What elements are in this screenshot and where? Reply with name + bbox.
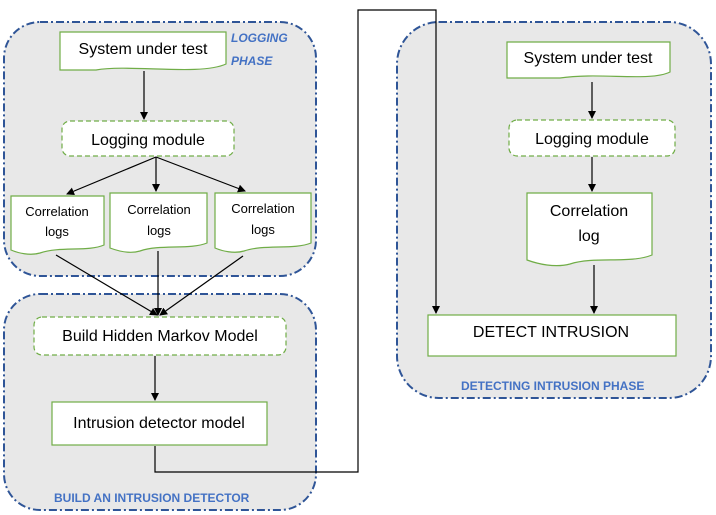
correlation-logs-1-line1: Correlation xyxy=(25,204,89,219)
intrusion-detector-model-box xyxy=(51,401,268,446)
correlation-logs-1-line2: logs xyxy=(45,224,69,239)
correlation-logs-3-line2: logs xyxy=(251,222,275,237)
correlation-logs-2-line2: logs xyxy=(147,223,171,238)
detect-intrusion-label: DETECT INTRUSION xyxy=(473,324,629,341)
arrow-logs-3-to-hmm xyxy=(159,255,244,316)
detect-system-under-test-box xyxy=(506,41,671,79)
correlation-logs-box-1 xyxy=(10,195,105,255)
intrusion-detector-model-label: Intrusion detector model xyxy=(73,415,245,432)
detect-intrusion-box xyxy=(427,314,677,357)
arrow-logs-1-to-hmm xyxy=(55,254,158,316)
build-phase-label: BUILD AN INTRUSION DETECTOR xyxy=(54,491,250,505)
logging-module-box xyxy=(61,120,235,157)
system-under-test-label: System under test xyxy=(79,41,209,58)
detect-logging-module-label: Logging module xyxy=(535,131,649,148)
correlation-logs-3-line1: Correlation xyxy=(231,201,295,216)
system-under-test-box xyxy=(59,31,227,71)
logging-phase-label-line1: LOGGING xyxy=(231,31,288,45)
build-hmm-label: Build Hidden Markov Model xyxy=(62,328,258,345)
logging-module-label: Logging module xyxy=(91,132,205,149)
logging-phase-label-line2: PHASE xyxy=(231,54,273,68)
correlation-logs-2-line1: Correlation xyxy=(127,202,191,217)
connector-detector-to-detect-intrusion xyxy=(154,9,440,473)
detect-correlation-log-box xyxy=(526,192,653,267)
detect-correlation-log-line2: log xyxy=(578,228,599,245)
detect-logging-module-box xyxy=(508,119,676,157)
correlation-logs-box-2 xyxy=(109,192,208,253)
build-hmm-box xyxy=(33,316,287,356)
correlation-logs-box-3 xyxy=(214,192,312,253)
detect-system-under-test-label: System under test xyxy=(524,50,654,67)
detect-correlation-log-line1: Correlation xyxy=(550,203,628,220)
arrow-logging-to-logs-1 xyxy=(66,156,157,196)
arrow-logging-to-logs-3 xyxy=(155,156,246,193)
detect-phase-label: DETECTING INTRUSION PHASE xyxy=(461,379,644,393)
